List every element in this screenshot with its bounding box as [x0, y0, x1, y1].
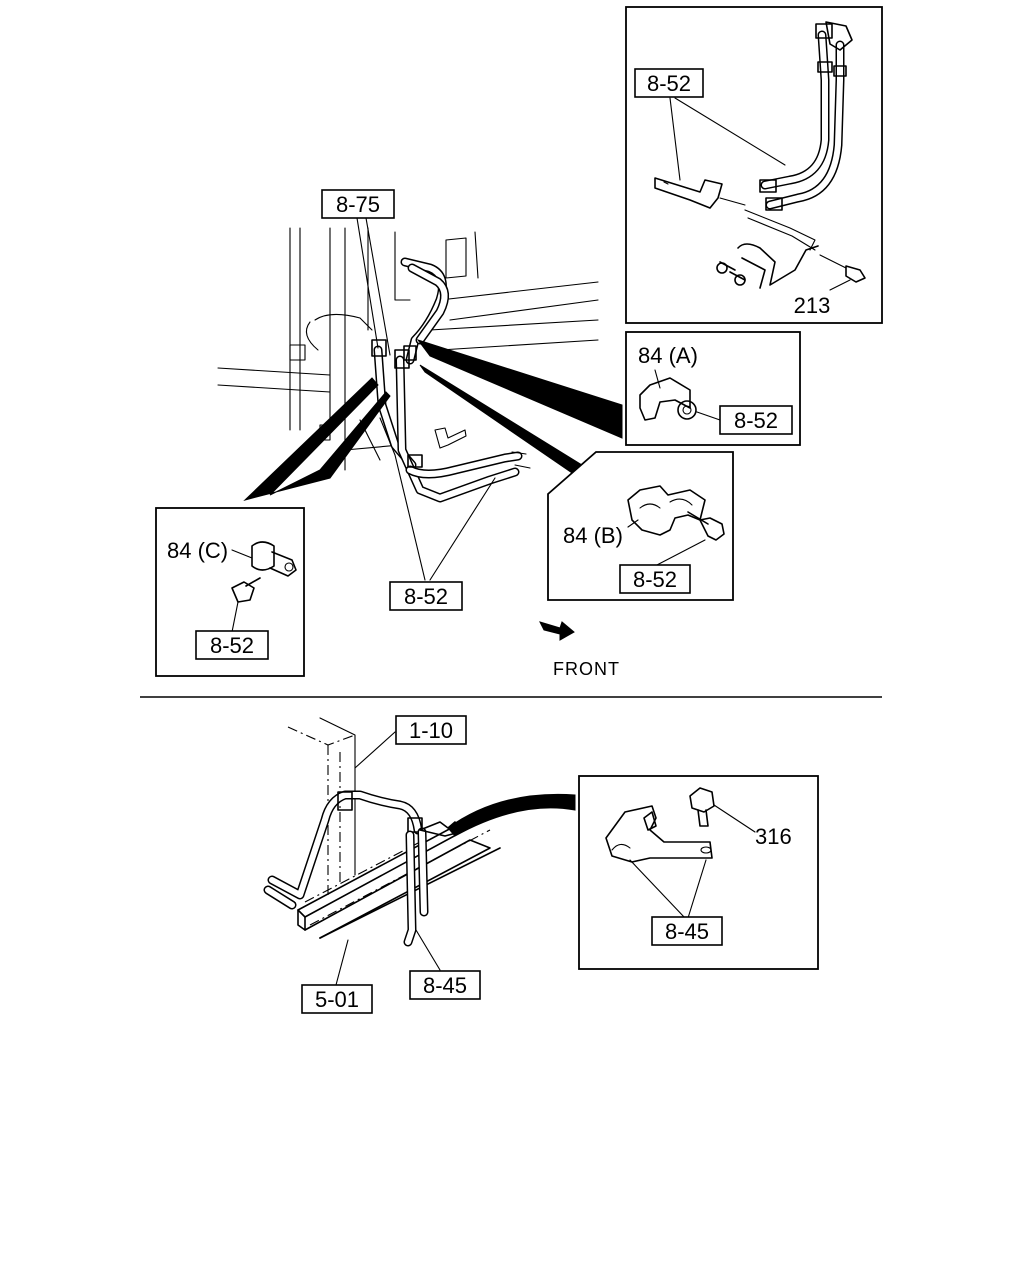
callout-5-01: 5-01: [301, 984, 373, 1014]
callout-8-75: 8-75: [321, 189, 395, 219]
inset-pipe-bracket: 8-52 213: [625, 6, 883, 324]
callout-213-text: 213: [794, 293, 831, 318]
frame-structure: [217, 227, 599, 471]
front-arrow-icon: [539, 621, 575, 641]
callout-8-52-clip-b-text: 8-52: [633, 567, 677, 592]
callout-8-45-inset-text: 8-45: [665, 919, 709, 944]
callout-8-52-main: 8-52: [389, 581, 463, 611]
lower-pipe-assembly: [263, 790, 461, 947]
inset-clip-84c: 84 (C) 8-52: [155, 507, 305, 677]
callout-8-45-main: 8-45: [409, 970, 481, 1000]
callout-316-text: 316: [755, 824, 792, 849]
callout-8-52-inset-text: 8-52: [647, 71, 691, 96]
callout-1-10-text: 1-10: [409, 718, 453, 743]
callout-84b-text: 84 (B): [563, 523, 623, 548]
callout-84a-text: 84 (A): [638, 343, 698, 368]
inset-clip-84a: 84 (A) 8-52: [625, 331, 801, 446]
callout-5-01-text: 5-01: [315, 987, 359, 1012]
front-direction: FRONT: [539, 621, 620, 679]
inset-clip-84b: 84 (B) 8-52: [547, 451, 734, 601]
callout-8-45-main-text: 8-45: [423, 973, 467, 998]
callout-8-52-clip-c-text: 8-52: [210, 633, 254, 658]
callout-1-10: 1-10: [395, 715, 467, 745]
front-text: FRONT: [553, 659, 620, 679]
callout-wedge-lower: [447, 793, 576, 837]
callout-8-75-text: 8-75: [336, 192, 380, 217]
leader-lines-lower: [335, 731, 441, 986]
leader-lines-upper: [356, 217, 496, 581]
callout-84c-text: 84 (C): [167, 538, 228, 563]
callout-8-52-main-text: 8-52: [404, 584, 448, 609]
callout-8-52-clip-a-text: 8-52: [734, 408, 778, 433]
inset-clamp-316: 316 8-45: [578, 775, 819, 970]
